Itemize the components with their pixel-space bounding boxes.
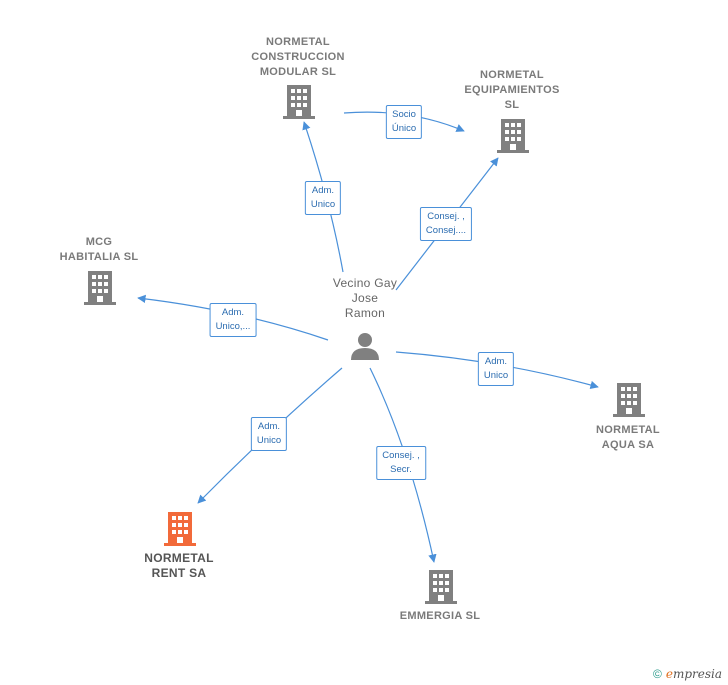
edge-label-emmergia[interactable]: Consej. , Secr.	[376, 446, 426, 480]
edge-label-socio[interactable]: Socio Único	[385, 105, 423, 139]
node-label-aqua[interactable]: NORMETAL AQUA SA	[596, 424, 660, 451]
building-icon-rent[interactable]	[164, 512, 196, 546]
building-icon-aqua[interactable]	[613, 383, 645, 417]
person-icon[interactable]	[350, 331, 380, 361]
node-label-rent[interactable]: NORMETAL RENT SA	[144, 551, 214, 580]
building-icon-emmergia[interactable]	[425, 570, 457, 604]
edge-label-mcg[interactable]: Adm. Unico,...	[209, 303, 257, 337]
brand-logo: empresia	[665, 667, 722, 681]
building-icon-mcg[interactable]	[84, 271, 116, 305]
node-label-construccion[interactable]: NORMETAL CONSTRUCCION MODULAR SL	[251, 36, 345, 78]
copyright-symbol: ©	[652, 667, 662, 681]
node-label-mcg[interactable]: MCG HABITALIA SL	[59, 236, 139, 263]
footer-brand[interactable]: ©empresia	[653, 667, 722, 681]
edge-label-aqua[interactable]: Adm. Unico	[477, 352, 515, 386]
edge-label-construccion[interactable]: Adm. Unico	[304, 181, 342, 215]
node-label-center[interactable]: Vecino Gay Jose Ramon	[332, 276, 398, 320]
edge-label-rent[interactable]: Adm. Unico	[250, 417, 288, 451]
building-icon-equipamientos[interactable]	[497, 119, 529, 153]
building-icon-construccion[interactable]	[283, 85, 315, 119]
node-label-emmergia[interactable]: EMMERGIA SL	[399, 610, 481, 622]
edge-label-equipamientos[interactable]: Consej. , Consej....	[419, 207, 473, 241]
node-label-equipamientos[interactable]: NORMETAL EQUIPAMIENTOS SL	[464, 69, 560, 111]
